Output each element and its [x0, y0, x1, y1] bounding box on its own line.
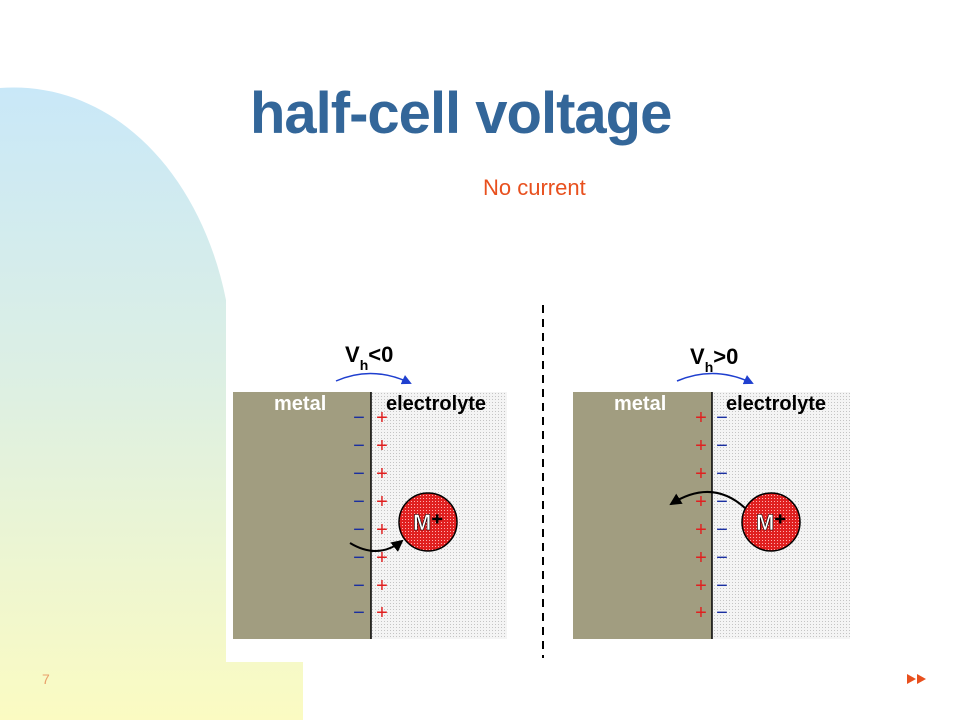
left-ion	[398, 492, 458, 552]
right-metal-charge-plus-5: +	[695, 519, 707, 541]
left-charge-layer: −−−−−−−−++++++++	[353, 407, 388, 624]
right-metal-charge-plus-7: +	[695, 575, 707, 597]
right-voltage-arrow	[676, 372, 754, 385]
left-reaction-arrow	[349, 539, 404, 552]
left-electrolyte-charge-plus-1: +	[376, 407, 388, 429]
right-metal-charge-plus-2: +	[695, 435, 707, 457]
right-electrolyte-charge-minus-2: −	[716, 435, 728, 457]
left-electrolyte-charge-plus-8: +	[376, 602, 388, 624]
right-metal-charge-plus-6: +	[695, 547, 707, 569]
right-metal-charge-plus-4: +	[695, 491, 707, 513]
left-electrolyte-charge-plus-4: +	[376, 491, 388, 513]
left-voltage-label: Vh<0	[345, 342, 393, 373]
left-metal-charge-minus-7: −	[353, 575, 365, 597]
left-ion-label: M⁺	[413, 510, 443, 535]
right-ion	[741, 492, 801, 552]
left-metal-block	[233, 392, 371, 639]
left-electrolyte-label: electrolyte	[386, 393, 486, 415]
right-electrolyte-charge-minus-5: −	[716, 519, 728, 541]
left-metal-charge-minus-2: −	[353, 435, 365, 457]
left-metal-charge-minus-1: −	[353, 407, 365, 429]
right-electrolyte-charge-minus-8: −	[716, 602, 728, 624]
left-electrolyte-charge-plus-5: +	[376, 519, 388, 541]
left-metal-charge-minus-6: −	[353, 547, 365, 569]
right-reaction-arrow	[669, 491, 746, 509]
right-charge-layer: ++++++++−−−−−−−−	[695, 407, 728, 624]
left-metal-charge-minus-5: −	[353, 519, 365, 541]
left-metal-charge-minus-4: −	[353, 491, 365, 513]
right-ion-label: M⁺	[756, 510, 786, 535]
right-electrolyte-charge-minus-4: −	[716, 491, 728, 513]
slide-subtitle: No current	[483, 175, 586, 200]
left-metal-charge-minus-8: −	[353, 602, 365, 624]
right-metal-charge-plus-3: +	[695, 463, 707, 485]
left-electrolyte-charge-plus-6: +	[376, 547, 388, 569]
left-electrolyte-charge-plus-2: +	[376, 435, 388, 457]
right-metal-block	[573, 392, 712, 639]
left-electrolyte-charge-plus-3: +	[376, 463, 388, 485]
left-electrolyte-charge-plus-7: +	[376, 575, 388, 597]
fast-forward-icon[interactable]	[906, 672, 928, 686]
right-electrolyte-charge-minus-7: −	[716, 575, 728, 597]
right-panel: metal electrolyte Vh>0 ++++++++−−−−−−−− …	[573, 344, 850, 639]
right-metal-charge-plus-8: +	[695, 602, 707, 624]
right-electrolyte-charge-minus-1: −	[716, 407, 728, 429]
right-electrolyte-label: electrolyte	[726, 393, 826, 415]
left-metal-label: metal	[274, 393, 326, 415]
right-metal-charge-plus-1: +	[695, 407, 707, 429]
left-voltage-arrow	[335, 372, 412, 385]
left-metal-charge-minus-3: −	[353, 463, 365, 485]
right-electrolyte-charge-minus-3: −	[716, 463, 728, 485]
right-voltage-label: Vh>0	[690, 344, 738, 375]
slide-title: half-cell voltage	[250, 81, 672, 146]
right-metal-label: metal	[614, 393, 666, 415]
page-number: 7	[42, 671, 50, 687]
left-panel: metal electrolyte Vh<0 −−−−−−−−++++++++ …	[233, 342, 507, 639]
right-electrolyte-charge-minus-6: −	[716, 547, 728, 569]
